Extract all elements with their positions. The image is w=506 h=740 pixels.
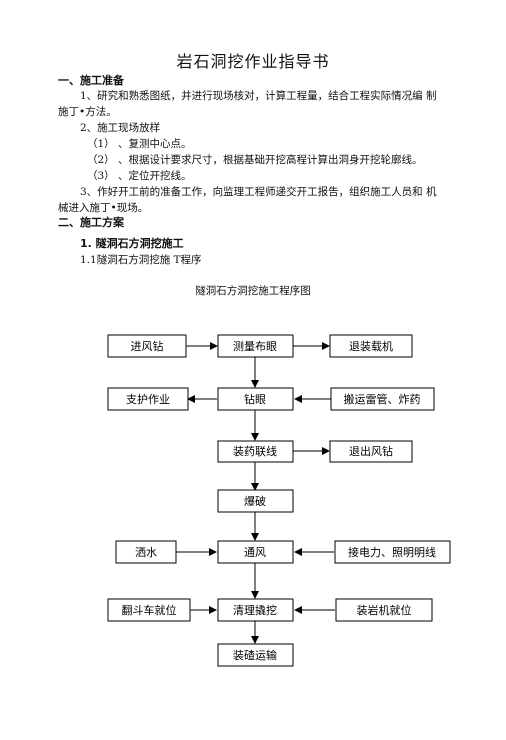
box-label: 洒水 [135, 546, 157, 559]
flowchart-title: 隧洞石方洞挖施工程序图 [195, 285, 311, 297]
box-zhuangyanji: 装岩机就位 [335, 598, 433, 622]
box-qingli: 清理撬挖 [217, 598, 294, 622]
paragraph-item1-line1: 1、研究和熟悉图纸，并进行现场核对，计算工程量，结合工程实际情况编 制 [80, 90, 437, 102]
paragraph-item3-line2: 械进入施丁•现场。 [58, 202, 149, 214]
subheading-tunnel-excavation: 1. 隧洞石方洞挖施工 [80, 237, 184, 250]
paragraph-item2: 2、施工现场放样 [80, 122, 161, 134]
box-label: 翻斗车就位 [122, 603, 177, 617]
paragraph-procedure: 1.1隧洞石方洞挖施 T程序 [80, 254, 202, 266]
box-label: 退装载机 [349, 339, 393, 353]
box-label: 装药联线 [233, 444, 277, 458]
paragraph-sub2: （2） 、根据设计要求尺寸，根据基础开挖高程计算出洞身开挖轮廓线。 [87, 154, 423, 166]
box-banyun: 搬运雷管、炸药 [330, 387, 435, 411]
box-tuizhuangzaiji: 退装载机 [329, 334, 413, 358]
section-heading-preparation: 一、施工准备 [58, 74, 124, 87]
box-baopo: 爆破 [217, 489, 294, 513]
document-title: 岩石洞挖作业指导书 [176, 52, 330, 71]
box-label: 爆破 [244, 494, 266, 508]
box-label: 搬运雷管、炸药 [344, 392, 421, 406]
box-label: 接电力、照明明线 [348, 545, 436, 559]
box-celiangbuyan: 测量布眼 [217, 334, 294, 358]
paragraph-item1-line2: 施丁•方法。 [58, 106, 117, 118]
box-zuanyan: 钻眼 [217, 387, 294, 411]
box-zhuangzha: 装碴运输 [217, 643, 294, 667]
box-jiedianli: 接电力、照明明线 [334, 540, 451, 564]
box-label: 钻眼 [244, 392, 266, 406]
box-sashui: 洒水 [115, 540, 177, 564]
section-heading-plan: 二、施工方案 [58, 216, 124, 229]
paragraph-sub3: （3） 、定位开挖线。 [87, 170, 192, 182]
box-fandouche: 翻斗车就位 [107, 598, 191, 622]
box-label: 支护作业 [126, 392, 170, 406]
paragraph-item3-line1: 3、作好开工前的准备工作，向监理工程师递交开工报告，组织施工人员和 机 [80, 186, 437, 198]
box-label: 装碴运输 [233, 648, 277, 662]
box-label: 进风钻 [131, 339, 164, 353]
box-tongfeng: 通风 [217, 540, 294, 564]
box-label: 退出风钻 [349, 444, 393, 458]
box-label: 装岩机就位 [357, 603, 412, 617]
box-jinfengzuan: 进风钻 [107, 334, 187, 358]
box-label: 清理撬挖 [233, 603, 277, 617]
box-label: 测量布眼 [233, 340, 277, 353]
box-zhuangyao: 装药联线 [217, 440, 294, 463]
paragraph-sub1: （1） 、复测中心点。 [87, 138, 192, 150]
box-zhihuzuoye: 支护作业 [107, 387, 189, 411]
box-tuichu: 退出风钻 [329, 440, 413, 463]
box-label: 通风 [244, 546, 266, 559]
